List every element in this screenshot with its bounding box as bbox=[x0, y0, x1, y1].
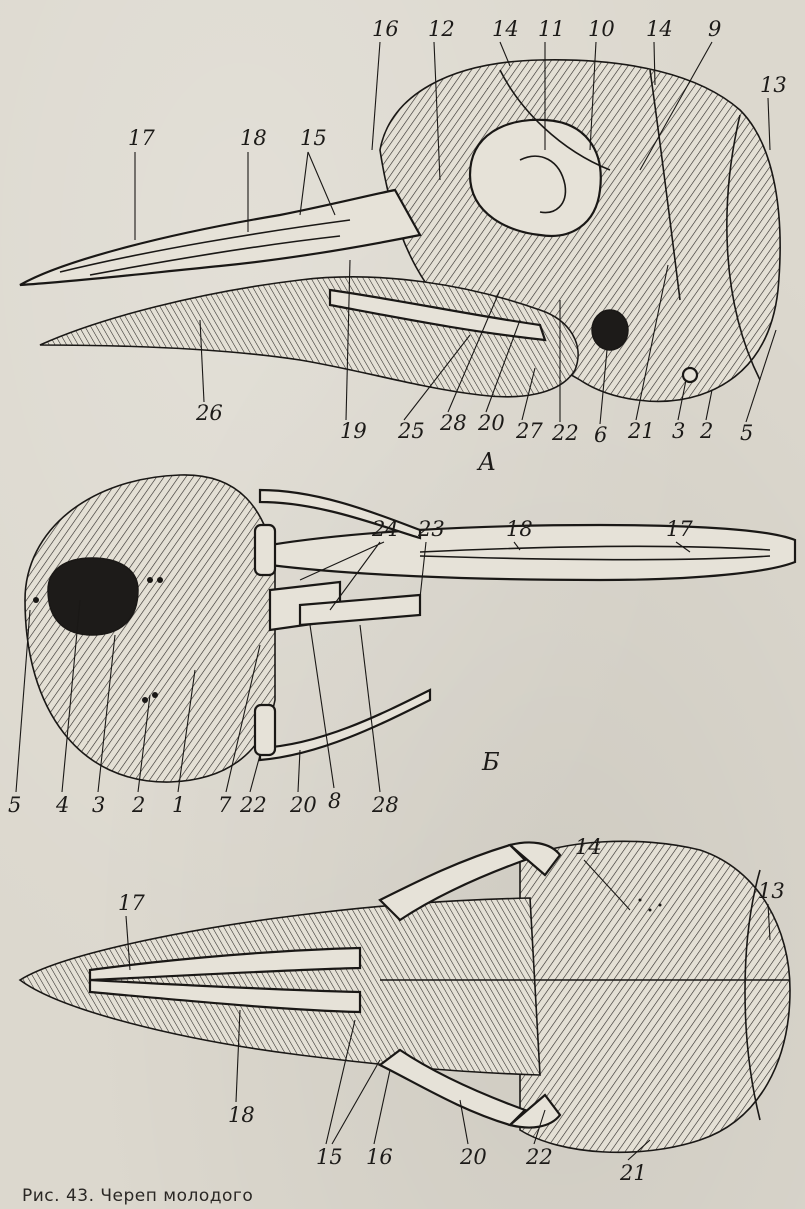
label-a-26: 26 bbox=[195, 401, 223, 425]
label-a-14b: 14 bbox=[646, 17, 673, 41]
label-a-20: 20 bbox=[477, 411, 505, 435]
label-b-8: 8 bbox=[328, 789, 341, 813]
label-c-22: 22 bbox=[525, 1145, 553, 1169]
label-b-7: 7 bbox=[218, 793, 232, 817]
label-c-13: 13 bbox=[758, 879, 785, 903]
label-a-21: 21 bbox=[627, 419, 655, 443]
label-b-3: 3 bbox=[92, 793, 105, 817]
label-b-4: 4 bbox=[55, 793, 69, 817]
label-b-5: 5 bbox=[8, 793, 21, 817]
label-a-6: 6 bbox=[594, 423, 607, 447]
label-a-10: 10 bbox=[588, 17, 615, 41]
label-b-1: 1 bbox=[172, 793, 185, 817]
label-a-5: 5 bbox=[740, 421, 753, 445]
upper-beak bbox=[20, 190, 420, 285]
label-a-12: 12 bbox=[428, 17, 455, 41]
panel-letter-b: Б bbox=[481, 748, 500, 776]
label-c-17: 17 bbox=[118, 891, 145, 915]
label-b-18: 18 bbox=[506, 517, 533, 541]
cranium-ventral bbox=[25, 475, 275, 782]
cranium-dorsal bbox=[520, 841, 790, 1152]
label-a-2: 2 bbox=[699, 419, 713, 443]
label-b-22: 22 bbox=[239, 793, 267, 817]
label-c-14: 14 bbox=[575, 835, 602, 859]
label-a-16: 16 bbox=[372, 17, 399, 41]
label-b-17: 17 bbox=[666, 517, 693, 541]
skull-ventral-view: 24 23 18 17 5 4 3 2 1 7 22 20 8 28 bbox=[0, 470, 805, 820]
label-c-18: 18 bbox=[228, 1103, 255, 1127]
label-a-14: 14 bbox=[492, 17, 519, 41]
label-a-18: 18 bbox=[240, 126, 267, 150]
label-a-3: 3 bbox=[672, 419, 685, 443]
label-a-15: 15 bbox=[300, 126, 327, 150]
label-a-22: 22 bbox=[551, 421, 579, 445]
ear-opening bbox=[592, 310, 628, 350]
label-b-23: 23 bbox=[417, 517, 445, 541]
label-c-16: 16 bbox=[366, 1145, 393, 1169]
label-c-15: 15 bbox=[316, 1145, 343, 1169]
foramen-magnum bbox=[48, 558, 138, 635]
label-a-13: 13 bbox=[760, 73, 787, 97]
label-a-19: 19 bbox=[340, 419, 367, 443]
label-a-11: 11 bbox=[538, 17, 565, 41]
label-a-27: 27 bbox=[515, 419, 543, 443]
label-a-17: 17 bbox=[128, 126, 155, 150]
label-b-20: 20 bbox=[289, 793, 317, 817]
label-b-2: 2 bbox=[131, 793, 145, 817]
label-a-9: 9 bbox=[708, 17, 721, 41]
figure-caption: Рис. 43. Череп молодого bbox=[22, 1186, 253, 1206]
label-b-24: 24 bbox=[371, 517, 399, 541]
label-b-28: 28 bbox=[371, 793, 399, 817]
label-a-25: 25 bbox=[397, 419, 425, 443]
skull-lateral-view: 16 12 14 11 10 14 9 13 17 18 15 19 26 25… bbox=[0, 0, 805, 470]
label-c-21: 21 bbox=[619, 1161, 647, 1185]
label-c-20: 20 bbox=[459, 1145, 487, 1169]
panel-letter-a: А bbox=[476, 448, 496, 470]
label-a-28: 28 bbox=[439, 411, 467, 435]
skull-dorsal-view: 14 13 17 18 15 16 20 22 21 bbox=[0, 820, 805, 1190]
